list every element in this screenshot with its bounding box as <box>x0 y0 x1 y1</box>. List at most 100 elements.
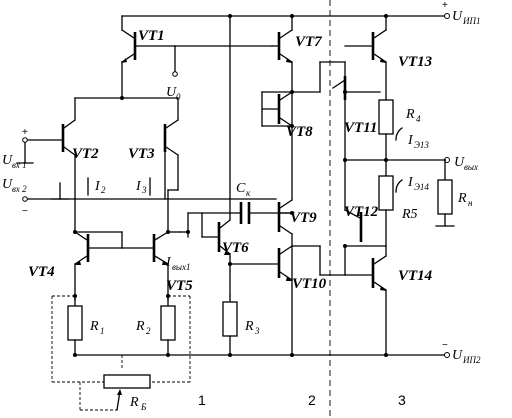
svg-text:Б: Б <box>140 402 147 412</box>
label-vt2: VT2 <box>72 146 99 162</box>
resistor-r5 <box>378 159 394 247</box>
svg-text:3: 3 <box>254 326 260 336</box>
label-vt11: VT11 <box>344 120 377 136</box>
label-r3: R 3 <box>244 319 260 336</box>
svg-text:R: R <box>129 395 139 410</box>
transistor-vt11 <box>332 61 347 161</box>
label-vt3: VT3 <box>128 146 155 162</box>
svg-text:ИП1: ИП1 <box>462 16 481 26</box>
svg-text:Э14: Э14 <box>414 182 429 192</box>
transistor-vt1 <box>121 15 273 99</box>
label-vt4: VT4 <box>28 264 55 280</box>
label-iout1: I вых1 <box>165 255 191 272</box>
stage-number-2: 2 <box>308 392 316 408</box>
label-rn: R н <box>457 191 473 208</box>
label-r2: R 2 <box>135 319 151 336</box>
svg-text:I: I <box>135 179 142 194</box>
negative-supply-rail <box>74 352 450 358</box>
svg-text:ИП2: ИП2 <box>462 355 481 365</box>
svg-text:Э13: Э13 <box>414 140 429 150</box>
svg-text:вых: вых <box>464 162 478 172</box>
label-usup2: U ИП2 <box>452 348 481 365</box>
label-uin1: U вх 1 <box>2 153 27 170</box>
svg-text:U: U <box>452 348 463 363</box>
label-vt14: VT14 <box>398 268 433 284</box>
label-vt8: VT8 <box>286 124 313 140</box>
label-r4: R 4 <box>405 107 421 124</box>
svg-text:R: R <box>457 191 467 206</box>
svg-text:2: 2 <box>146 326 151 336</box>
input-1-terminal <box>22 137 28 143</box>
transistor-vt2 <box>26 97 76 233</box>
stage-number-1: 1 <box>198 392 206 408</box>
sign-minus-supply: − <box>442 340 448 351</box>
transistor-vt9 <box>277 199 293 356</box>
label-vt5: VT5 <box>166 278 193 294</box>
svg-text:3: 3 <box>141 185 147 195</box>
svg-text:0: 0 <box>176 92 181 102</box>
label-vt1: VT1 <box>138 28 165 44</box>
label-i2: I 2 <box>94 179 106 195</box>
sign-plus-input: + <box>22 127 28 138</box>
svg-text:U: U <box>166 85 177 100</box>
transistor-vt13 <box>344 15 387 101</box>
sign-plus-supply: + <box>442 0 448 11</box>
label-ie13: I Э13 <box>407 133 429 150</box>
ie14-arrow <box>395 179 403 193</box>
label-u0: U 0 <box>166 85 181 102</box>
svg-text:I: I <box>165 255 172 270</box>
ie13-arrow <box>395 127 403 141</box>
svg-text:I: I <box>94 179 101 194</box>
label-vt12: VT12 <box>344 204 379 220</box>
svg-text:к: к <box>246 188 251 198</box>
svg-text:R: R <box>135 319 145 334</box>
stage-number-3: 3 <box>398 392 406 408</box>
transistor-vt12 <box>344 159 387 247</box>
transistor-vt8 <box>261 91 293 127</box>
label-vt10: VT10 <box>292 276 327 292</box>
transistor-vt3 <box>163 97 179 233</box>
label-vt13: VT13 <box>398 54 433 70</box>
label-rb: R Б <box>129 395 147 412</box>
label-uout: U вых <box>454 155 478 172</box>
label-i3: I 3 <box>135 179 147 195</box>
label-vt7: VT7 <box>295 34 322 50</box>
label-r5: R5 <box>401 207 418 222</box>
label-vt9: VT9 <box>290 210 317 226</box>
svg-text:U: U <box>454 155 465 170</box>
label-ck: C к <box>236 181 251 198</box>
resistor-rn <box>435 159 455 227</box>
svg-text:U: U <box>452 9 463 24</box>
svg-text:C: C <box>236 181 246 196</box>
resistor-r4 <box>378 99 394 161</box>
svg-text:U: U <box>2 177 13 192</box>
transistor-vt14 <box>344 245 387 356</box>
transistor-vt5 <box>121 231 169 301</box>
label-r1: R 1 <box>89 319 105 336</box>
input-2-terminal <box>22 196 28 202</box>
transistor-vt4 <box>74 231 123 301</box>
balance-potentiometer-rb <box>51 295 191 411</box>
label-vt6: VT6 <box>222 240 249 256</box>
svg-text:н: н <box>468 198 473 208</box>
svg-text:I: I <box>407 175 414 190</box>
sign-minus-input: − <box>22 206 28 217</box>
svg-text:R: R <box>244 319 254 334</box>
label-usup1: U ИП1 <box>452 9 481 26</box>
resistor-r1 <box>67 295 83 356</box>
resistor-r3 <box>222 295 238 356</box>
svg-text:U: U <box>2 153 13 168</box>
svg-text:вых1: вых1 <box>172 262 191 272</box>
svg-text:R: R <box>89 319 99 334</box>
resistor-r2 <box>160 295 176 356</box>
svg-text:вх 1: вх 1 <box>12 160 27 170</box>
svg-text:2: 2 <box>101 185 106 195</box>
svg-text:4: 4 <box>416 114 421 124</box>
transistor-vt7 <box>271 15 293 201</box>
svg-text:1: 1 <box>100 326 105 336</box>
positive-supply-rail <box>121 13 450 19</box>
svg-text:вх 2: вх 2 <box>12 184 27 194</box>
label-ie14: I Э14 <box>407 175 429 192</box>
